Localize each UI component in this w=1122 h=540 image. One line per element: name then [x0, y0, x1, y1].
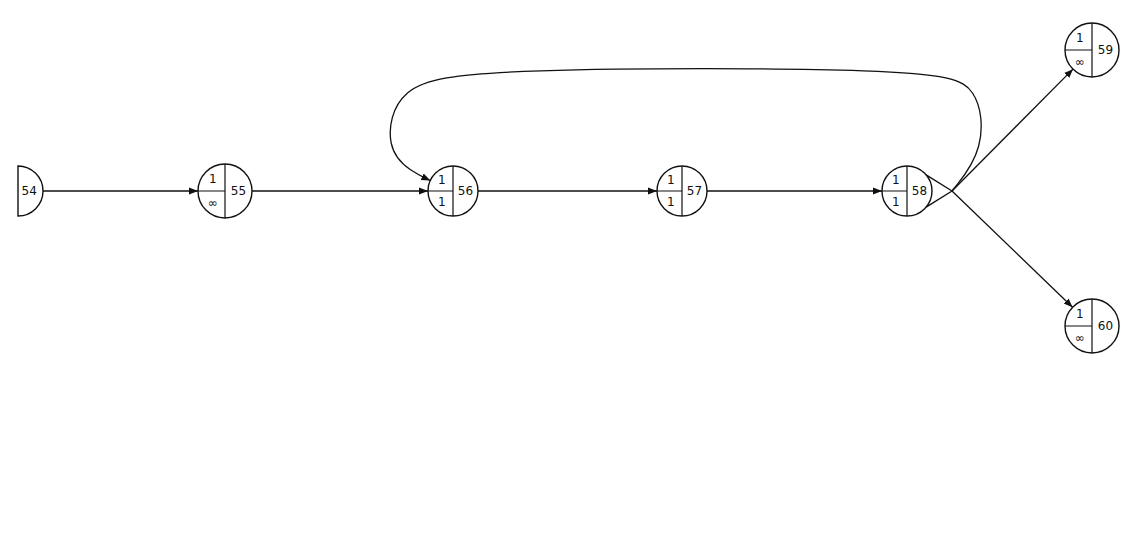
divider-lines	[1065, 23, 1092, 77]
circle-outline	[428, 166, 478, 216]
fraction-denominator: 1	[892, 196, 900, 208]
fraction-numerator: 1	[438, 174, 446, 186]
fraction-numerator: 1	[1076, 308, 1084, 320]
flow-arrow	[252, 190, 428, 191]
fraction-numerator: 1	[209, 173, 217, 185]
station-number: 55	[231, 185, 246, 197]
fraction-denominator: ∞	[208, 197, 218, 209]
circle-outline	[1065, 299, 1119, 353]
flow-arrow	[707, 190, 882, 191]
flow-arrow	[43, 190, 198, 191]
station-number: 60	[1098, 320, 1113, 332]
fraction-denominator: 1	[667, 196, 675, 208]
circle-outline	[1065, 23, 1119, 77]
divider-lines	[882, 166, 907, 216]
fraction-numerator: 1	[1076, 32, 1084, 44]
fraction-denominator: ∞	[1075, 332, 1085, 344]
flow-arrow	[952, 69, 1073, 191]
circle-outline	[882, 166, 932, 216]
half-disc-outline	[18, 166, 43, 216]
flow-arrow	[478, 190, 657, 191]
divider-lines	[1065, 299, 1092, 353]
circle-outline	[198, 164, 252, 218]
fraction-numerator: 1	[667, 174, 675, 186]
source-terminal: 54	[18, 166, 43, 216]
decision-station: 1 1 58	[882, 166, 954, 216]
station-circle: 1 1 56	[428, 166, 478, 216]
circle-outline	[657, 166, 707, 216]
station-circle: 1 ∞ 59	[1065, 23, 1119, 77]
station-circle: 1 1 57	[657, 166, 707, 216]
divider-lines	[198, 164, 225, 218]
station-number: 58	[912, 185, 927, 197]
station-number: 56	[458, 185, 473, 197]
station-number: 54	[22, 185, 37, 197]
station-number: 57	[687, 185, 702, 197]
station-circle: 1 ∞ 55	[198, 164, 252, 218]
fraction-denominator: 1	[438, 196, 446, 208]
station-circle: 1 ∞ 60	[1065, 299, 1119, 353]
fraction-denominator: ∞	[1075, 56, 1085, 68]
divider-lines	[657, 166, 682, 216]
station-number: 59	[1098, 44, 1113, 56]
fraction-numerator: 1	[892, 174, 900, 186]
divider-lines	[428, 166, 453, 216]
flow-arrow	[952, 191, 1073, 307]
